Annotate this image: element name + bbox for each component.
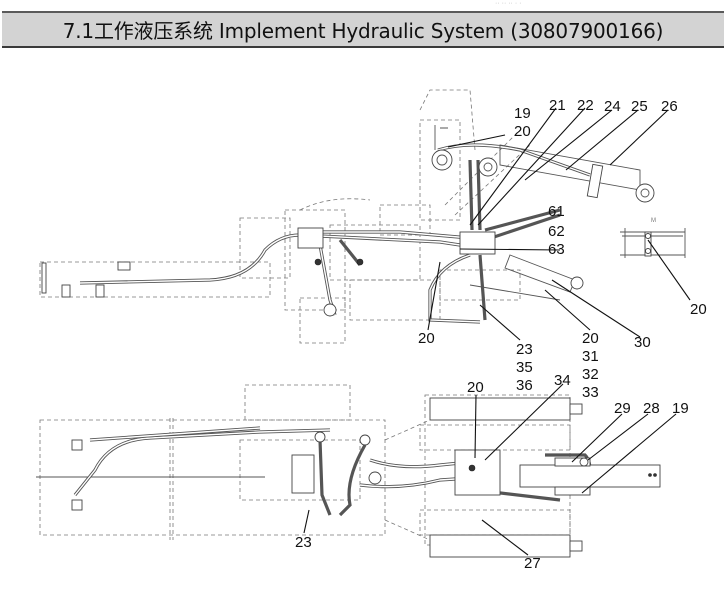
valve-fitting xyxy=(71,439,83,451)
tank-fitting xyxy=(61,284,71,298)
leader-lines-upper xyxy=(427,107,691,341)
fitting xyxy=(359,434,371,446)
control-valve xyxy=(454,449,501,496)
leader-lines-lower xyxy=(303,383,677,556)
lift-cylinder xyxy=(469,254,584,301)
callout-27: 27 xyxy=(524,555,541,572)
callout-61: 61 xyxy=(548,203,565,220)
callout-19-upper: 19 xyxy=(514,105,531,122)
lift-cylinders-top xyxy=(429,397,661,558)
callout-35: 35 xyxy=(516,359,533,376)
lower-top-view xyxy=(36,383,677,558)
callout-62: 62 xyxy=(548,223,565,240)
callout-22: 22 xyxy=(577,97,594,114)
detail-view-label: M xyxy=(651,218,656,224)
callout-23: 23 xyxy=(516,341,533,358)
detail-inset xyxy=(620,228,686,258)
boom-cylinder xyxy=(431,125,655,203)
header-bar: 7.1工作液压系统 Implement Hydraulic System (30… xyxy=(2,11,724,48)
callout-32: 32 xyxy=(582,366,599,383)
frame-end xyxy=(41,262,47,294)
fitting xyxy=(356,258,364,266)
hydraulic-lines-lower xyxy=(73,426,592,517)
callout-63: 63 xyxy=(548,241,565,258)
valve-block xyxy=(117,261,131,271)
callout-20-lower: 20 xyxy=(467,379,484,396)
pump xyxy=(323,303,337,317)
valve-port xyxy=(468,464,476,472)
callout-20-detail: 20 xyxy=(690,301,707,318)
callout-25: 25 xyxy=(631,98,648,115)
callout-20-group: 20 xyxy=(582,330,599,347)
callout-21: 21 xyxy=(549,97,566,114)
manifold-block xyxy=(459,231,496,255)
callout-30: 30 xyxy=(634,334,651,351)
callout-36: 36 xyxy=(516,377,533,394)
pilot-valve xyxy=(291,454,315,494)
callout-19-lower: 19 xyxy=(672,400,689,417)
callout-24: 24 xyxy=(604,98,621,115)
hydraulic-lines xyxy=(79,143,591,324)
callout-group-20-31-32-33: 20 31 32 33 xyxy=(582,331,599,401)
page-title: 7.1工作液压系统 Implement Hydraulic System (30… xyxy=(62,19,664,43)
callout-26: 26 xyxy=(661,98,678,115)
callout-20-left: 20 xyxy=(418,330,435,347)
callout-33: 33 xyxy=(582,384,599,401)
fitting xyxy=(314,431,326,443)
callout-29: 29 xyxy=(614,400,631,417)
callout-31: 31 xyxy=(582,348,599,365)
callout-20-upper: 20 xyxy=(514,123,531,140)
callout-group-23-35-36: 23 35 36 xyxy=(516,342,533,394)
header-faint-text: ·· ·· ·· · · xyxy=(495,0,522,7)
upper-side-view xyxy=(39,89,691,344)
valve-fitting xyxy=(71,499,83,511)
callout-34: 34 xyxy=(554,372,571,389)
main-valve xyxy=(297,227,324,249)
fitting xyxy=(314,258,322,266)
callout-23-lower: 23 xyxy=(295,534,312,551)
tank-fitting xyxy=(95,284,105,298)
fitting xyxy=(368,471,382,485)
chassis-outline xyxy=(39,89,531,344)
callout-28: 28 xyxy=(643,400,660,417)
